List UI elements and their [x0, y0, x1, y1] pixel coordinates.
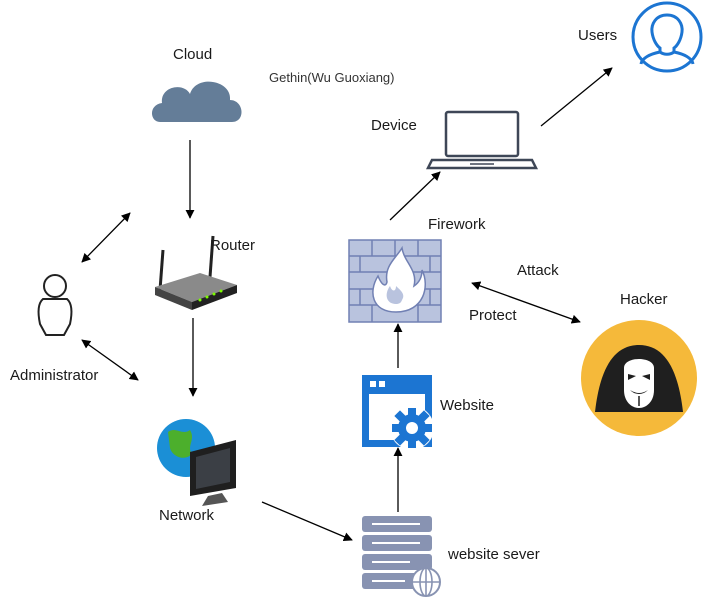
- arrows: [81, 67, 613, 542]
- website-server-label: website sever: [448, 546, 540, 563]
- arrow-firewall-hacker: [471, 281, 581, 324]
- users-label: Users: [578, 27, 618, 44]
- firewall-icon: [348, 239, 442, 323]
- user-circle-icon: [631, 1, 703, 73]
- device-label: Device: [371, 117, 417, 134]
- author-label: Gethin(Wu Guoxiang): [269, 70, 395, 85]
- cloud-icon: [152, 81, 242, 122]
- arrow-network-server: [261, 501, 353, 542]
- router-label: Router: [210, 237, 256, 254]
- firewall-label: Firework: [428, 216, 486, 233]
- protect-label: Protect: [469, 307, 517, 324]
- browser-gear-icon: [362, 375, 434, 450]
- router-icon: [155, 235, 237, 310]
- globe-monitor-icon: [157, 419, 236, 506]
- anonymous-mask-icon: [581, 320, 697, 436]
- arrow-firewall-device: [389, 171, 441, 221]
- attack-label: Attack: [517, 262, 559, 279]
- arrow-admin-cloud: [81, 212, 131, 263]
- cloud-label: Cloud: [173, 46, 213, 63]
- network-label: Network: [159, 507, 215, 524]
- website-label: Website: [440, 397, 494, 414]
- laptop-icon: [425, 110, 539, 170]
- arrow-admin-network: [81, 339, 139, 381]
- arrow-device-users: [540, 67, 613, 127]
- hacker-label: Hacker: [620, 291, 668, 308]
- server-globe-icon: [362, 516, 441, 597]
- administrator-label: Administrator: [10, 367, 99, 384]
- person-outline-icon: [37, 274, 73, 336]
